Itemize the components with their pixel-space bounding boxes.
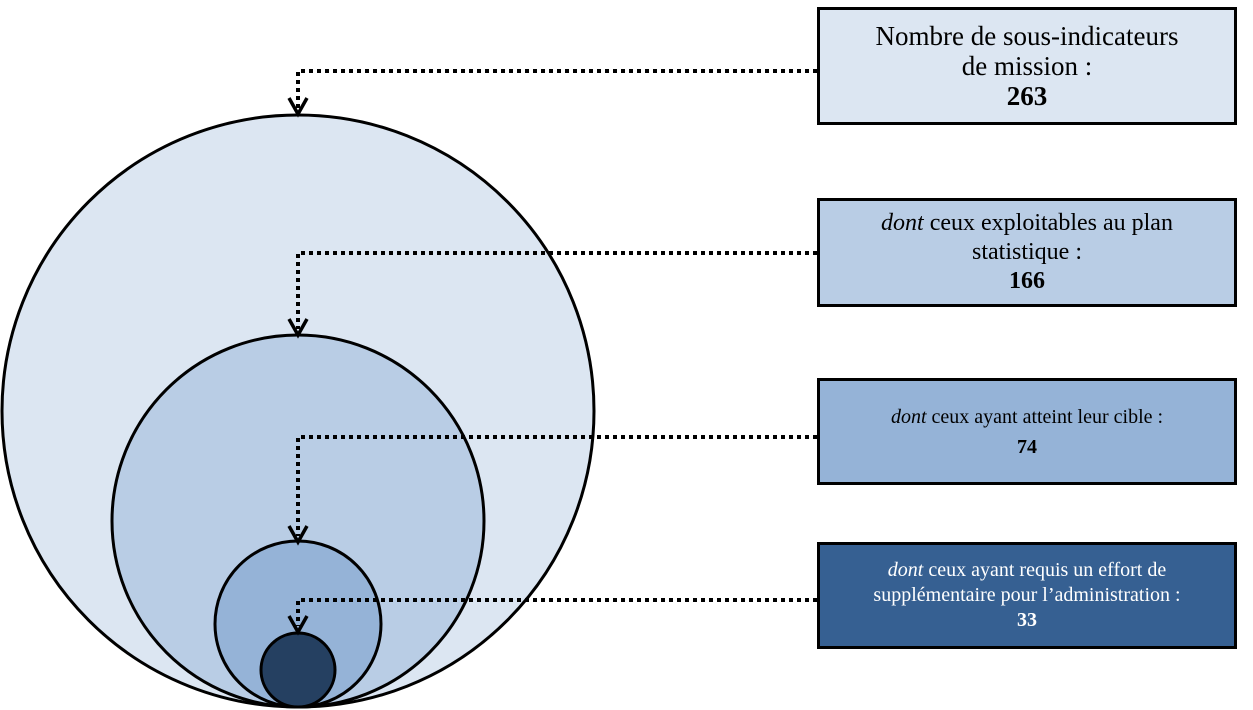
arrow-icon (287, 97, 309, 118)
box-label: dont ceux exploitables au plan (881, 210, 1173, 237)
arrow-icon (287, 318, 309, 339)
connector-2 (296, 251, 817, 329)
box-target-reached: dont ceux ayant atteint leur cible : 74 (817, 378, 1237, 485)
box-value: 33 (1017, 609, 1037, 631)
box-label: dont ceux ayant requis un effort de (887, 559, 1167, 581)
connector-1 (296, 69, 817, 108)
arrow-icon (287, 525, 309, 546)
arrow-icon (287, 615, 309, 636)
box-label: Nombre de sous-indicateurs (875, 20, 1179, 51)
box-label: statistique : (972, 239, 1082, 266)
box-label: de mission : (961, 50, 1093, 81)
box-value: 263 (1006, 81, 1048, 112)
box-mission-indicators: Nombre de sous-indicateurs de mission : … (817, 7, 1237, 125)
circle-extra-effort (259, 631, 337, 709)
box-value: 166 (1009, 267, 1045, 294)
connector-3 (296, 435, 817, 536)
box-statistical: dont ceux exploitables au plan statistiq… (817, 198, 1237, 307)
box-value: 74 (1017, 435, 1037, 458)
box-extra-effort: dont ceux ayant requis un effort de supp… (817, 542, 1237, 649)
connector-4 (296, 598, 817, 626)
box-label: supplémentaire pour l’administration : (873, 584, 1181, 606)
box-label: dont ceux ayant atteint leur cible : (890, 405, 1164, 428)
